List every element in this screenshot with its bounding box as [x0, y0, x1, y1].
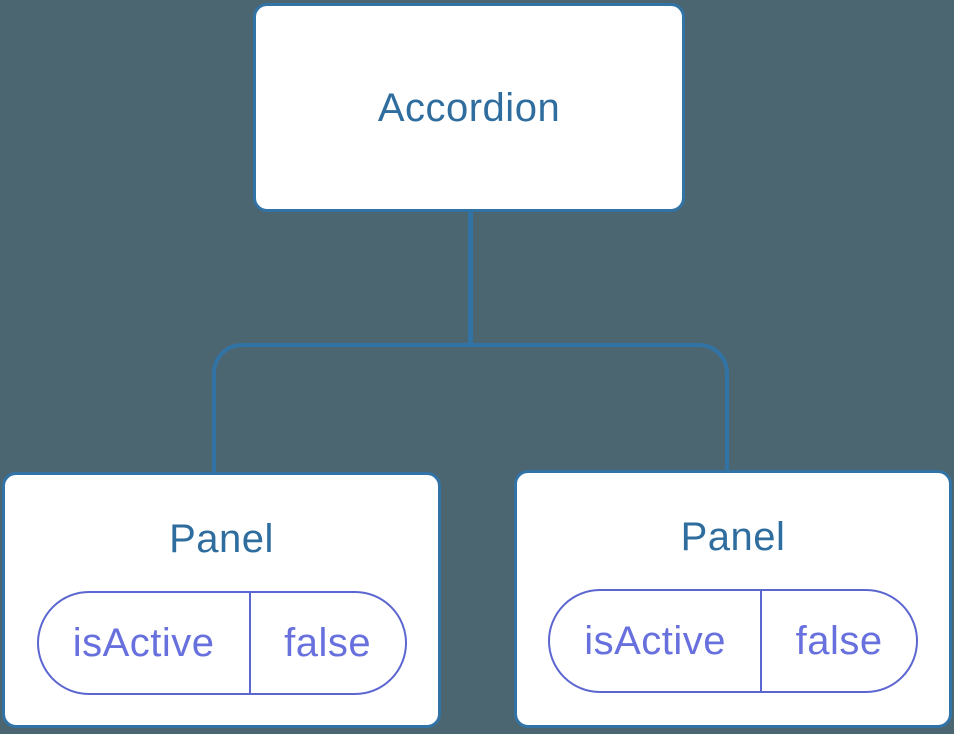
- panel-node-right: Panel isActive false: [514, 470, 952, 728]
- tree-connector-branch: [212, 343, 729, 472]
- state-value: false: [284, 620, 372, 665]
- accordion-node: Accordion: [253, 3, 685, 212]
- state-value: false: [795, 618, 883, 663]
- tree-connector-stem: [468, 210, 473, 346]
- state-pill-right: isActive false: [548, 589, 918, 693]
- accordion-node-label: Accordion: [377, 85, 561, 130]
- state-key: isActive: [39, 593, 251, 693]
- state-pill-left: isActive false: [36, 591, 407, 695]
- panel-node-left: Panel isActive false: [2, 472, 441, 728]
- panel-node-left-label: Panel: [169, 517, 274, 561]
- state-key: isActive: [550, 591, 763, 691]
- panel-node-right-label: Panel: [680, 515, 786, 559]
